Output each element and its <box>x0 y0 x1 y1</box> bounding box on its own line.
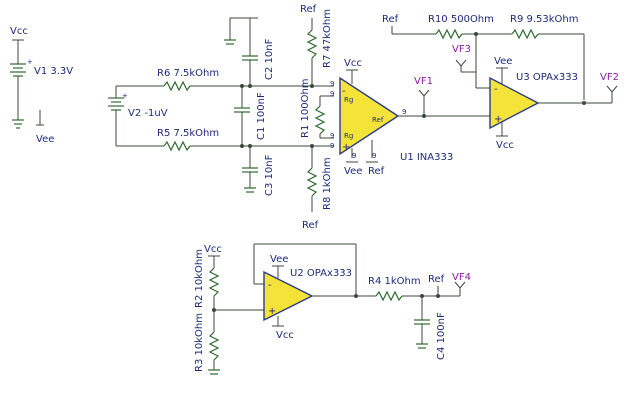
vcc-r2-label: Vcc <box>204 244 222 255</box>
r3-label: R3 10kOhm <box>194 313 205 372</box>
r4-resistor[interactable]: R4 1kOhm <box>368 276 421 302</box>
r5-resistor[interactable]: R5 7.5kOhm <box>157 128 219 152</box>
r3-resistor[interactable]: R3 10kOhm <box>194 310 220 375</box>
u1-pin-ref: 9 <box>372 152 376 160</box>
u1-pin-rg2: 9 <box>330 132 334 140</box>
vf2-label: VF2 <box>600 72 619 83</box>
c4-capacitor[interactable]: C4 100nF <box>414 296 447 360</box>
u2-plus: + <box>268 306 276 317</box>
u2-opamp[interactable]: Vee - + Vcc U2 OPAx333 <box>263 254 352 341</box>
ref-top-label: Ref <box>300 4 317 15</box>
u1-ina333[interactable]: Vcc Rg Rg Ref - + 9 9 9 9 9 9 9 Vee Ref … <box>330 58 453 177</box>
u1-pin-out: 9 <box>402 108 406 116</box>
u2-vcc-label: Vcc <box>276 330 294 341</box>
r2-resistor[interactable]: Vcc R2 10kOhm <box>194 244 222 310</box>
u1-minus: - <box>342 86 346 97</box>
vee-label: Vee <box>36 134 54 145</box>
r10-label: R10 500Ohm <box>428 14 494 25</box>
r7-resistor[interactable]: Ref R7 47kOhm <box>300 4 333 86</box>
r7-label: R7 47kOhm <box>322 9 333 68</box>
v2-source[interactable]: + V2 -1uV <box>108 86 168 146</box>
r8-label: R8 1kOhm <box>322 157 333 210</box>
vf3-probe[interactable]: VF3 <box>452 44 476 73</box>
u3-label: U3 OPAx333 <box>516 72 578 83</box>
r9-label: R9 9.53kOhm <box>510 14 579 25</box>
vf1-label: VF1 <box>414 76 433 87</box>
ref-u2-label: Ref <box>428 274 445 285</box>
u3-opamp[interactable]: Vee - + Vcc U3 OPAx333 <box>489 56 578 151</box>
v2-label: V2 -1uV <box>128 108 168 119</box>
r6-label: R6 7.5kOhm <box>157 68 219 79</box>
r6-resistor[interactable]: R6 7.5kOhm <box>157 68 219 92</box>
vf3-label: VF3 <box>452 44 471 55</box>
r2-label: R2 10kOhm <box>194 249 205 308</box>
r5-label: R5 7.5kOhm <box>157 128 219 139</box>
v1-label: V1 3.3V <box>34 66 73 77</box>
u1-rg-bot: Rg <box>344 132 353 140</box>
r1-resistor[interactable]: R1 100Ohm <box>300 78 334 139</box>
c3-capacitor[interactable]: C3 10nF <box>242 146 275 196</box>
u1-vcc-label: Vcc <box>344 58 362 69</box>
u3-minus: - <box>494 84 498 95</box>
c4-label: C4 100nF <box>436 312 447 360</box>
u2-vee-label: Vee <box>270 254 288 265</box>
u3-vee-label: Vee <box>494 56 512 67</box>
r8-resistor[interactable]: R8 1kOhm Ref <box>302 146 333 231</box>
ref-bottom-label: Ref <box>302 220 319 231</box>
u2-minus: - <box>268 280 272 291</box>
vf4-probe[interactable]: VF4 <box>452 272 471 296</box>
u1-rg-top: Rg <box>344 96 353 104</box>
c1-label: C1 100nF <box>256 92 267 140</box>
r9-resistor[interactable]: R9 9.53kOhm <box>510 14 585 100</box>
u1-pin-in-minus: 9 <box>330 80 334 88</box>
v1-plus-sign: + <box>27 58 33 66</box>
vf4-label: VF4 <box>452 272 471 283</box>
c1-capacitor[interactable]: C1 100nF <box>234 86 267 146</box>
c2-label: C2 10nF <box>264 38 275 80</box>
vf2-probe[interactable]: VF2 <box>600 72 619 103</box>
u3-plus: + <box>494 114 502 125</box>
ref-top-right-label: Ref <box>382 14 399 25</box>
r4-label: R4 1kOhm <box>368 276 421 287</box>
u1-ref-label: Ref <box>368 166 385 177</box>
u1-label: U1 INA333 <box>400 152 453 163</box>
u1-pin-in-plus: 9 <box>330 142 334 150</box>
c2-capacitor[interactable]: C2 10nF <box>224 17 275 86</box>
u3-vcc-label: Vcc <box>496 140 514 151</box>
v2-plus-sign: + <box>122 92 128 100</box>
ref-u2-node: Ref <box>428 274 445 296</box>
u2-label: U2 OPAx333 <box>290 268 352 279</box>
r10-resistor[interactable]: Ref R10 500Ohm <box>382 14 512 40</box>
c3-label: C3 10nF <box>264 154 275 196</box>
vcc-label: Vcc <box>10 26 28 37</box>
u1-plus: + <box>342 142 350 153</box>
u1-pin-vee: 9 <box>352 152 356 160</box>
vf1-probe[interactable]: VF1 <box>414 76 433 116</box>
u1-ref-in: Ref <box>372 116 384 124</box>
u1-pin-rg1: 9 <box>330 90 334 98</box>
u1-vee-label: Vee <box>344 166 362 177</box>
r1-label: R1 100Ohm <box>300 78 311 138</box>
v1-source[interactable]: Vcc + V1 3.3V Vee <box>10 26 73 145</box>
